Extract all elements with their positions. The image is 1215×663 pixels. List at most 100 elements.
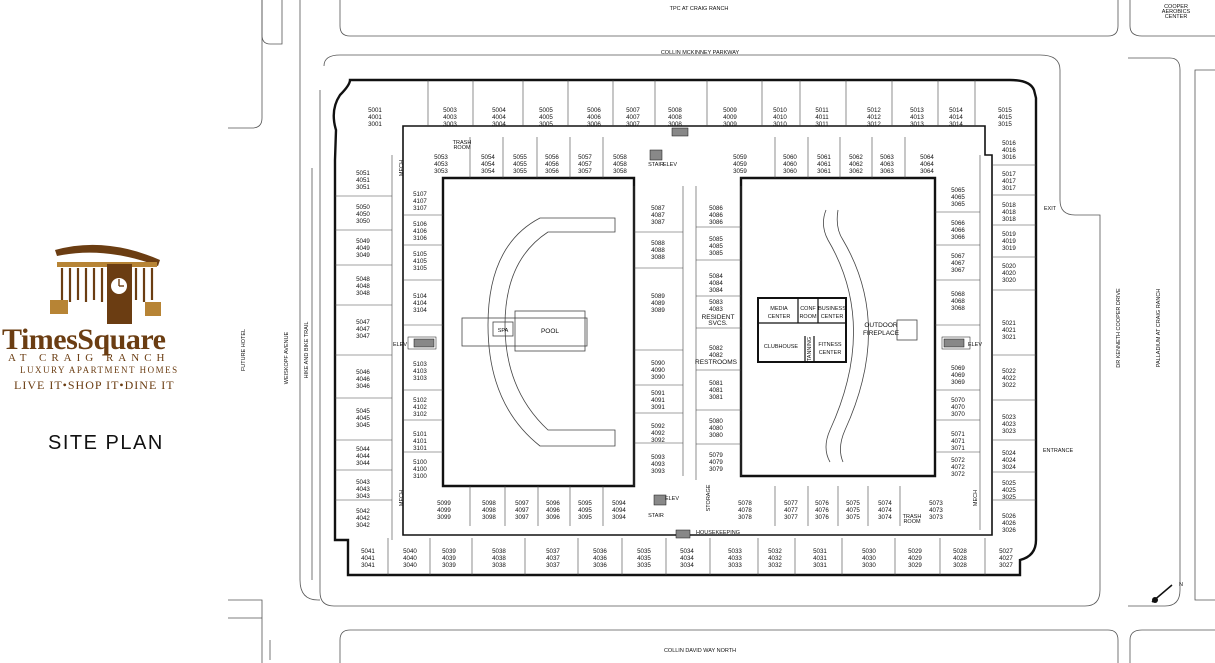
unit-number: 4026: [1002, 520, 1016, 527]
unit-number: 5062: [849, 154, 863, 161]
unit-number: 5043: [356, 479, 370, 486]
unit-number: 3033: [728, 562, 742, 569]
unit-number: 3066: [951, 234, 965, 241]
unit-number: 3027: [999, 562, 1013, 569]
unit-number: 3034: [680, 562, 694, 569]
unit-number: 3007: [626, 121, 640, 128]
unit-number: 3031: [813, 562, 827, 569]
unit-number: 3008: [668, 121, 682, 128]
unit-number: 5020: [1002, 263, 1016, 270]
unit-number: 5034: [680, 548, 694, 555]
street-label-weiskopf: WEISKOPF AVENUE: [284, 331, 290, 384]
unit-number: 5044: [356, 446, 370, 453]
unit-number: 3070: [951, 411, 965, 418]
unit-number: 3026: [1002, 527, 1016, 534]
unit-number: 3061: [817, 168, 831, 175]
unit-number: 3039: [442, 562, 456, 569]
unit-number: 4004: [492, 114, 506, 121]
unit-number: 3074: [878, 514, 892, 521]
unit-number: 5016: [1002, 140, 1016, 147]
unit-number: 3101: [413, 445, 427, 452]
unit-number: 3041: [361, 562, 375, 569]
unit-number: 4067: [951, 260, 965, 267]
street-outlines: [228, 0, 1215, 663]
logo-subtitle-location: AT CRAIG RANCH: [8, 352, 170, 364]
unit-number: 4046: [356, 376, 370, 383]
unit-number: 5014: [949, 107, 963, 114]
unit-number: 5098: [482, 500, 496, 507]
unit-number: 4012: [867, 114, 881, 121]
unit-number: 5005: [539, 107, 553, 114]
unit-number: 3103: [413, 375, 427, 382]
unit-number: 5076: [815, 500, 829, 507]
unit-number: 4008: [668, 114, 682, 121]
elev-label-1: ELEV: [393, 342, 407, 348]
unit-number: 5101: [413, 431, 427, 438]
unit-number: 5031: [813, 548, 827, 555]
unit-number: 3075: [846, 514, 860, 521]
unit-number: 5096: [546, 500, 560, 507]
unit-number: 3087: [651, 219, 665, 226]
unit-number: 3014: [949, 121, 963, 128]
fitness-label-1: FITNESS: [818, 342, 842, 348]
unit-number: 5026: [1002, 513, 1016, 520]
tanning-label: TANNING: [807, 337, 813, 361]
unit-number: 4009: [723, 114, 737, 121]
unit-number: 4057: [578, 161, 592, 168]
unit-number: 4029: [908, 555, 922, 562]
unit-number: 4103: [413, 368, 427, 375]
unit-number: 5075: [846, 500, 860, 507]
unit-number: 3054: [481, 168, 495, 175]
unit-number: 5042: [356, 508, 370, 515]
unit-number: 5051: [356, 170, 370, 177]
unit-number: 5038: [492, 548, 506, 555]
unit-number: 4060: [783, 161, 797, 168]
media-label-1: MEDIA: [770, 306, 788, 312]
unit-number: 4072: [951, 464, 965, 471]
unit-number: 3089: [651, 307, 665, 314]
unit-number: 5011: [815, 107, 829, 114]
unit-number: 4011: [815, 114, 829, 121]
unit-number: 4038: [492, 555, 506, 562]
unit-number: 5030: [862, 548, 876, 555]
unit-number: 5103: [413, 361, 427, 368]
unit-number: 5100: [413, 459, 427, 466]
building-emblem-icon: [50, 244, 161, 324]
conf-label-2: ROOM: [799, 314, 817, 320]
unit-number: 4092: [651, 430, 665, 437]
unit-number: 5086: [709, 205, 723, 212]
unit-number: 3065: [951, 201, 965, 208]
unit-number: 5073: [929, 500, 943, 507]
unit-number: 3059: [733, 168, 747, 175]
unit-number: 5029: [908, 548, 922, 555]
trash-label-1b: ROOM: [453, 145, 471, 151]
unit-labels: 5001400130015003400330035004400430045005…: [356, 107, 1016, 569]
trash-label-2b: ROOM: [903, 519, 921, 525]
unit-number: 3067: [951, 267, 965, 274]
unit-number: 4085: [709, 243, 723, 250]
unit-number: 4078: [738, 507, 752, 514]
unit-number: 3085: [709, 250, 723, 257]
unit-number: 5078: [738, 500, 752, 507]
unit-number: 4013: [910, 114, 924, 121]
unit-number: 5017: [1002, 171, 1016, 178]
unit-number: 4101: [413, 438, 427, 445]
unit-number: 4023: [1002, 421, 1016, 428]
unit-number: 5040: [403, 548, 417, 555]
unit-number: 3072: [951, 471, 965, 478]
north-arrow: [1151, 584, 1173, 603]
street-label-cooper-3: CENTER: [1165, 14, 1188, 20]
unit-number: 5021: [1002, 320, 1016, 327]
stair-label-1: STAIR: [648, 162, 664, 168]
unit-number: 4018: [1002, 209, 1016, 216]
unit-number: 3060: [783, 168, 797, 175]
unit-number: 3023: [1002, 428, 1016, 435]
unit-number: 4065: [951, 194, 965, 201]
unit-number: 4061: [817, 161, 831, 168]
unit-number: 4105: [413, 258, 427, 265]
unit-number: 3020: [1002, 277, 1016, 284]
spa-label: SPA: [498, 328, 509, 334]
unit-number: 3062: [849, 168, 863, 175]
unit-number: 4001: [368, 114, 382, 121]
unit-number: 5012: [867, 107, 881, 114]
